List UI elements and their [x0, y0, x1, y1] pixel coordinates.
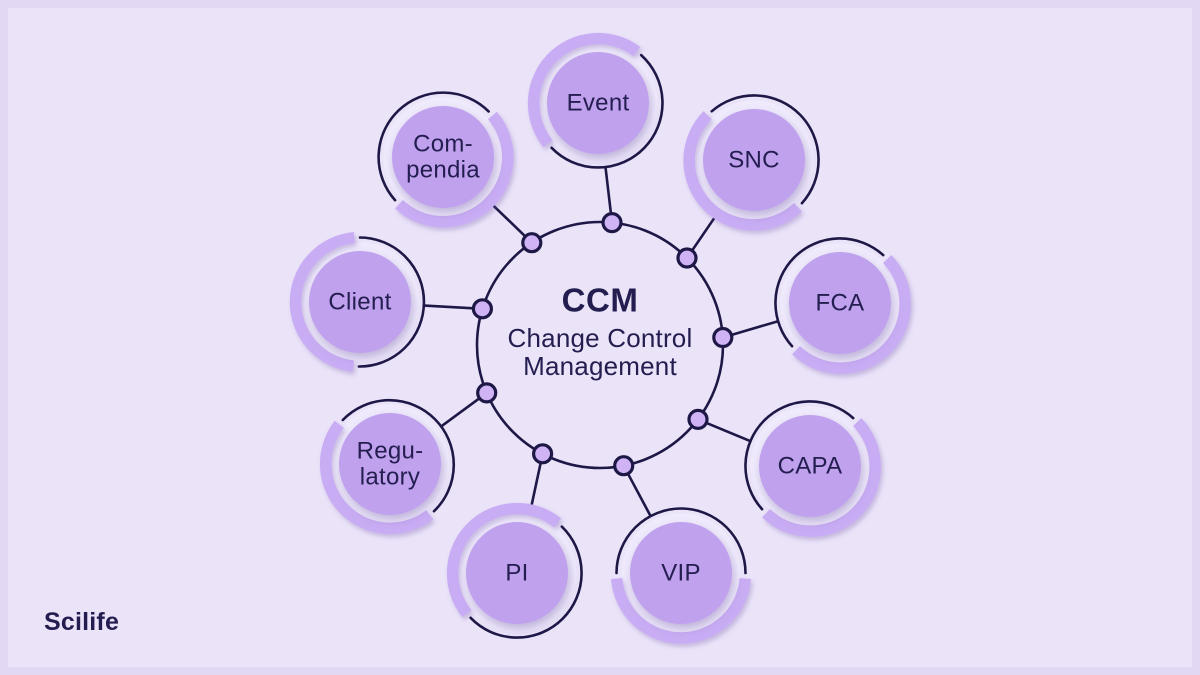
outline-arc-client: [357, 236, 426, 368]
accent-arc-client: [289, 231, 356, 372]
accent-arc-pi: [446, 502, 562, 618]
module-vip: VIP: [610, 507, 752, 644]
circle-client: [309, 251, 411, 353]
label-compendia: Com-: [413, 131, 473, 158]
accent-arc-capa: [762, 418, 881, 537]
node-snc: [676, 247, 698, 269]
outline-arc-pi: [469, 525, 583, 639]
label-capa: CAPA: [778, 453, 843, 480]
node-event: [601, 212, 623, 234]
label-fca: FCA: [816, 290, 865, 317]
label-client: Client: [328, 289, 391, 316]
label-vip: VIP: [661, 560, 701, 587]
module-pi: PI: [446, 502, 583, 639]
node-compendia: [521, 232, 543, 254]
label-pi: PI: [505, 560, 528, 587]
module-client: Client: [289, 231, 426, 372]
label-regulatory: Regu-: [357, 438, 424, 465]
scilife-logo: Scilife: [44, 608, 120, 636]
node-pi: [531, 443, 554, 465]
circle-pi: [466, 522, 568, 624]
circle-vip: [630, 522, 732, 624]
node-fca: [712, 326, 734, 349]
node-capa: [687, 408, 709, 430]
outline-arc-event: [550, 53, 664, 169]
circle-fca: [789, 252, 891, 354]
node-client: [471, 298, 493, 320]
outline-arc-fca: [774, 237, 885, 348]
label-event: Event: [567, 90, 630, 117]
circle-capa: [759, 415, 861, 517]
label-regulatory: latory: [360, 464, 421, 491]
central-acronym: CCM: [562, 282, 639, 319]
circle-regulatory: [339, 413, 441, 515]
accent-arc-event: [527, 32, 641, 148]
central-title-line1: Change Control: [508, 323, 693, 353]
circle-snc: [703, 109, 805, 211]
outline-arc-snc: [710, 94, 820, 205]
accent-arc-vip: [610, 578, 752, 644]
outline-arc-vip: [615, 507, 747, 575]
circle-event: [547, 52, 649, 154]
outline-arc-compendia: [377, 91, 490, 202]
module-capa: CAPA: [744, 400, 881, 537]
accent-arc-snc: [683, 111, 802, 231]
accent-arc-compendia: [395, 111, 514, 228]
module-snc: SNC: [683, 94, 820, 231]
accent-arc-fca: [792, 255, 911, 374]
module-regulatory: Regu-latory: [319, 398, 456, 535]
node-vip: [613, 455, 635, 477]
circle-compendia: [392, 106, 494, 208]
central-title-line2: Management: [523, 351, 677, 381]
outline-arc-capa: [744, 400, 855, 511]
node-regulatory: [476, 382, 498, 404]
module-event: Event: [527, 32, 664, 169]
module-compendia: Com-pendia: [377, 91, 514, 228]
label-snc: SNC: [728, 147, 780, 174]
outline-arc-regulatory: [341, 398, 456, 513]
module-fca: FCA: [774, 237, 911, 374]
label-compendia: pendia: [406, 157, 480, 184]
accent-arc-regulatory: [319, 420, 434, 535]
